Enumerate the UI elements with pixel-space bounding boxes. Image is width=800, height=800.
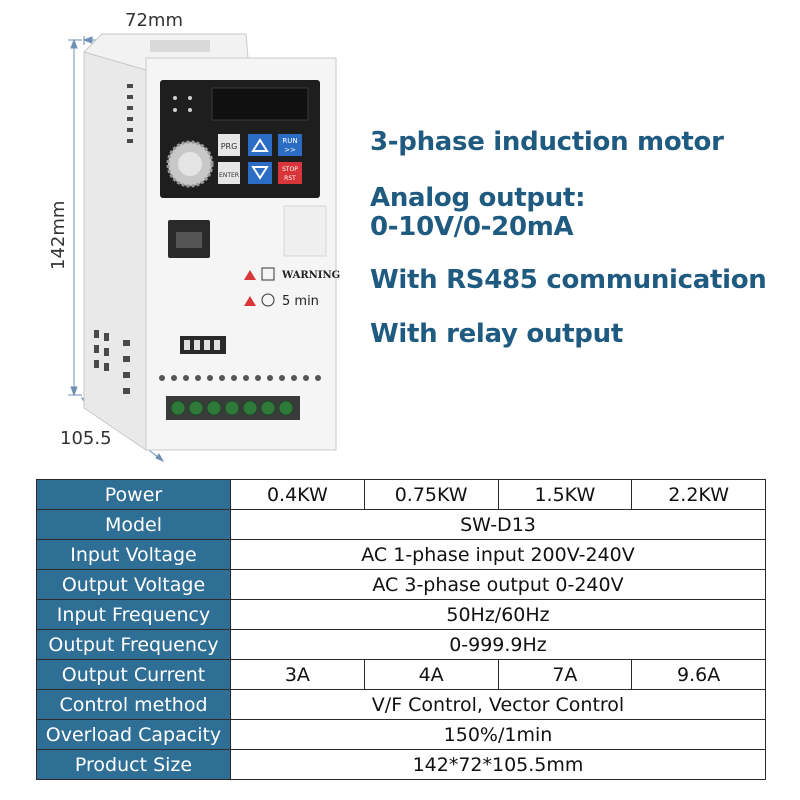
table-row-output-frequency: Output Frequency 0-999.9Hz xyxy=(36,629,766,660)
run-key-label: RUN xyxy=(282,137,297,145)
enter-key[interactable] xyxy=(218,162,240,184)
status-leds xyxy=(173,96,192,112)
feature-rs485: With RS485 communication xyxy=(370,265,767,295)
device-side xyxy=(83,51,147,451)
control-terminal-row xyxy=(159,375,321,381)
up-key[interactable] xyxy=(248,134,272,156)
table-row-product-size: Product Size 142*72*105.5mm xyxy=(36,749,766,780)
stop-key[interactable] xyxy=(278,162,302,184)
power-value-1: 0.4KW xyxy=(230,479,365,510)
stop-key-label: STOP xyxy=(282,166,298,173)
table-row-output-current: Output Current 3A 4A 7A 9.6A xyxy=(36,659,766,690)
top-vent xyxy=(150,40,210,52)
row-label-product-size: Product Size xyxy=(36,749,231,780)
power-value-3: 1.5KW xyxy=(497,479,633,510)
feature-analog-output-range: 0-10V/0-20mA xyxy=(370,212,574,242)
output-current-value-4: 9.6A xyxy=(631,659,766,690)
enter-key-label: ENTER xyxy=(219,172,239,179)
rj45-port-opening xyxy=(176,232,202,248)
feature-relay-output: With relay output xyxy=(370,319,623,349)
warning-triangle-icon xyxy=(244,270,256,280)
row-label-output-current: Output Current xyxy=(36,659,231,690)
prg-key-label: PRG xyxy=(221,142,238,151)
row-label-model: Model xyxy=(36,509,231,540)
power-value-2: 0.75KW xyxy=(363,479,499,510)
clock-icon xyxy=(261,293,275,307)
run-key-arrows: >> xyxy=(284,146,296,154)
blank-label xyxy=(283,205,327,257)
table-row-power: Power 0.4KW 0.75KW 1.5KW 2.2KW xyxy=(36,479,766,510)
up-arrow-icon xyxy=(251,138,269,152)
vfd-device-illustration: PRG RUN >> ENTER STOP RST WARNING 5 min xyxy=(68,33,340,463)
warning-text: WARNING xyxy=(281,270,340,281)
relay-terminal-pins xyxy=(184,340,220,350)
table-row-overload-capacity: Overload Capacity 150%/1min xyxy=(36,719,766,750)
output-current-value-1: 3A xyxy=(230,659,365,690)
row-label-power: Power xyxy=(36,479,231,510)
knob-icon[interactable] xyxy=(166,140,214,188)
feature-analog-output-title: Analog output: xyxy=(370,183,586,213)
table-row-input-frequency: Input Frequency 50Hz/60Hz xyxy=(36,599,766,630)
down-key[interactable] xyxy=(248,162,272,184)
depth-dimension-label: 105.5 xyxy=(60,428,112,449)
table-row-model: Model SW-D13 xyxy=(36,509,766,540)
product-size-value: 142*72*105.5mm xyxy=(230,749,766,780)
power-value-4: 2.2KW xyxy=(631,479,766,510)
table-row-input-voltage: Input Voltage AC 1-phase input 200V-240V xyxy=(36,539,766,570)
table-row-control-method: Control method V/F Control, Vector Contr… xyxy=(36,689,766,720)
rst-key-label: RST xyxy=(284,175,296,182)
output-voltage-value: AC 3-phase output 0-240V xyxy=(230,569,766,600)
output-frequency-value: 0-999.9Hz xyxy=(230,629,766,660)
power-terminal-screws xyxy=(170,400,294,416)
row-label-input-voltage: Input Voltage xyxy=(36,539,231,570)
prg-key[interactable] xyxy=(218,134,240,156)
feature-motor-type: 3-phase induction motor xyxy=(370,127,724,157)
spec-table: Power 0.4KW 0.75KW 1.5KW 2.2KW Model SW-… xyxy=(36,479,766,780)
table-row-output-voltage: Output Voltage AC 3-phase output 0-240V xyxy=(36,569,766,600)
input-frequency-value: 50Hz/60Hz xyxy=(230,599,766,630)
row-label-output-frequency: Output Frequency xyxy=(36,629,231,660)
row-label-overload-capacity: Overload Capacity xyxy=(36,719,231,750)
wait-time-text: 5 min xyxy=(282,294,319,309)
row-label-output-voltage: Output Voltage xyxy=(36,569,231,600)
led-display xyxy=(211,87,309,121)
width-dimension-label: 72mm xyxy=(125,10,183,31)
row-label-input-frequency: Input Frequency xyxy=(36,599,231,630)
model-value: SW-D13 xyxy=(230,509,766,540)
output-current-value-3: 7A xyxy=(497,659,633,690)
run-key[interactable] xyxy=(278,134,302,156)
input-voltage-value: AC 1-phase input 200V-240V xyxy=(230,539,766,570)
warning-triangle-icon-2 xyxy=(244,296,256,306)
control-method-value: V/F Control, Vector Control xyxy=(230,689,766,720)
down-arrow-icon xyxy=(251,166,269,180)
side-vents xyxy=(94,84,133,394)
output-current-value-2: 4A xyxy=(363,659,499,690)
row-label-control-method: Control method xyxy=(36,689,231,720)
manual-book-icon xyxy=(261,267,275,281)
height-dimension-label: 142mm xyxy=(48,200,69,270)
overload-capacity-value: 150%/1min xyxy=(230,719,766,750)
